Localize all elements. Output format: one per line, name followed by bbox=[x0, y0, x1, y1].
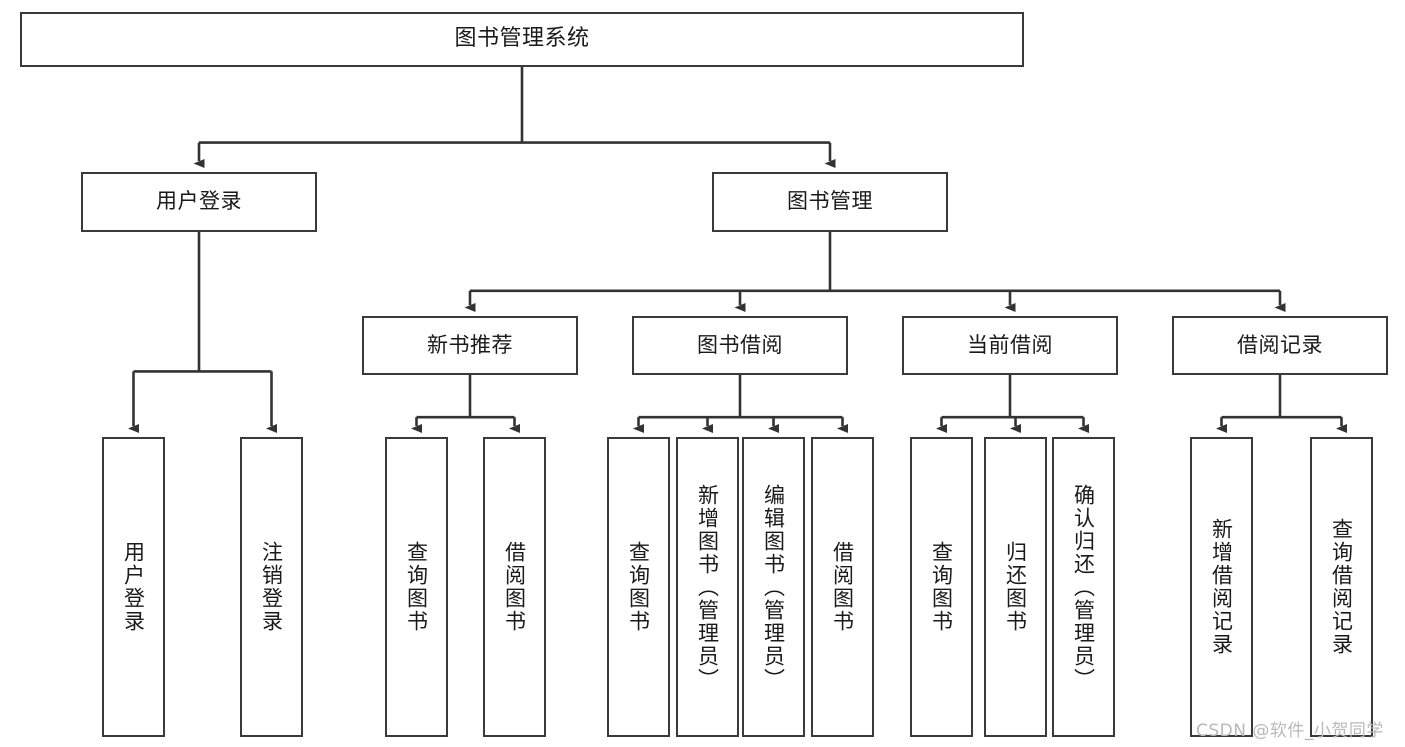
node-label: 借阅图书 bbox=[830, 541, 855, 633]
node-label: 新增借阅记录 bbox=[1209, 518, 1234, 656]
node-label: 注销登录 bbox=[259, 541, 284, 633]
node-label: 查询借阅记录 bbox=[1329, 518, 1354, 656]
node-label: 当前借阅 bbox=[967, 332, 1053, 357]
node-leaf-edit-book[interactable]: 编辑图书（管理员） bbox=[742, 437, 805, 737]
node-label: 确认归还（管理员） bbox=[1071, 483, 1096, 691]
csdn-watermark: CSDN @软件_小贺同学 bbox=[1196, 721, 1384, 741]
node-label: 图书管理 bbox=[787, 189, 873, 214]
node-label: 新书推荐 bbox=[427, 332, 513, 357]
node-label: 用户登录 bbox=[121, 541, 146, 633]
node-user-login[interactable]: 用户登录 bbox=[81, 172, 317, 232]
node-leaf-confirm-return[interactable]: 确认归还（管理员） bbox=[1052, 437, 1115, 737]
node-label: 借阅记录 bbox=[1237, 332, 1323, 357]
node-leaf-add-record[interactable]: 新增借阅记录 bbox=[1190, 437, 1253, 737]
node-label: 查询图书 bbox=[626, 541, 651, 633]
node-label: 编辑图书（管理员） bbox=[761, 483, 786, 691]
node-label: 图书借阅 bbox=[697, 332, 783, 357]
node-label: 归还图书 bbox=[1003, 541, 1028, 633]
node-leaf-query-book-1[interactable]: 查询图书 bbox=[385, 437, 448, 737]
node-leaf-return-book[interactable]: 归还图书 bbox=[984, 437, 1047, 737]
node-leaf-logout[interactable]: 注销登录 bbox=[240, 437, 303, 737]
node-leaf-borrow-book-2[interactable]: 借阅图书 bbox=[811, 437, 874, 737]
node-new-book-recommend[interactable]: 新书推荐 bbox=[362, 316, 578, 375]
node-label: 图书管理系统 bbox=[454, 26, 590, 52]
node-leaf-query-record[interactable]: 查询借阅记录 bbox=[1310, 437, 1373, 737]
node-book-borrow[interactable]: 图书借阅 bbox=[632, 316, 848, 375]
node-leaf-query-book-2[interactable]: 查询图书 bbox=[607, 437, 670, 737]
node-label: 查询图书 bbox=[404, 541, 429, 633]
node-leaf-add-book[interactable]: 新增图书（管理员） bbox=[676, 437, 739, 737]
node-current-borrow[interactable]: 当前借阅 bbox=[902, 316, 1118, 375]
node-leaf-user-login[interactable]: 用户登录 bbox=[102, 437, 165, 737]
node-root[interactable]: 图书管理系统 bbox=[20, 12, 1024, 67]
node-borrow-record[interactable]: 借阅记录 bbox=[1172, 316, 1388, 375]
node-book-manage[interactable]: 图书管理 bbox=[712, 172, 948, 232]
node-label: 新增图书（管理员） bbox=[695, 483, 720, 691]
node-label: 借阅图书 bbox=[502, 541, 527, 633]
node-leaf-borrow-book-1[interactable]: 借阅图书 bbox=[483, 437, 546, 737]
node-label: 查询图书 bbox=[929, 541, 954, 633]
node-leaf-query-book-3[interactable]: 查询图书 bbox=[910, 437, 973, 737]
node-label: 用户登录 bbox=[156, 189, 242, 214]
